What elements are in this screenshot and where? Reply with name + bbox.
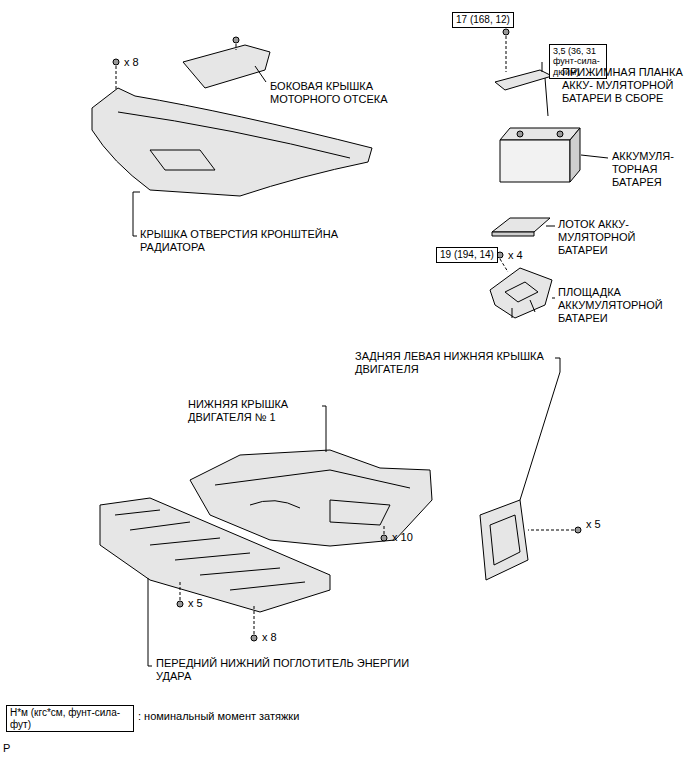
terminal xyxy=(517,131,523,137)
quantity-label: x 4 xyxy=(508,249,523,262)
part-name: ПРИЖИМНАЯ ПЛАНКА АККУ- МУЛЯТОРНОЙ БАТАРЕ… xyxy=(562,66,686,106)
part-name: АККУМУЛЯ- ТОРНАЯ БАТАРЕЯ xyxy=(612,150,687,190)
rear-left-cover-detail xyxy=(490,515,520,565)
torque-value: Н*м (кгс*см, фунт-сила-фут) xyxy=(10,707,130,730)
torque-value: 17 (168, 12) xyxy=(456,14,510,26)
part-name: НИЖНЯЯ КРЫШКА ДВИГАТЕЛЯ № 1 xyxy=(188,398,318,424)
terminal xyxy=(557,131,563,137)
part-name: ПЕРЕДНИЙ НИЖНИЙ ПОГЛОТИТЕЛЬ ЭНЕРГИИ УДАР… xyxy=(156,657,426,683)
bolt xyxy=(251,635,257,641)
leader-line xyxy=(133,192,140,236)
battery-carrier xyxy=(490,268,552,318)
part-name: ПЛОЩАДКА АККУМУЛЯТОРНОЙ БАТАРЕИ xyxy=(558,286,686,326)
rear-left-cover xyxy=(480,500,528,580)
radiator-cover-detail xyxy=(118,112,350,170)
part-name: ЗАДНЯЯ ЛЕВАЯ НИЖНЯЯ КРЫШКА ДВИГАТЕЛЯ xyxy=(355,350,551,376)
quantity-label: x 5 xyxy=(188,597,203,610)
dashed-line xyxy=(116,36,574,634)
leader-line xyxy=(322,406,326,452)
bolt xyxy=(177,601,183,607)
quantity-label: x 5 xyxy=(586,518,601,531)
quantity-label: P xyxy=(3,742,10,755)
quantity-label: x 10 xyxy=(392,531,413,544)
bolt xyxy=(113,59,119,65)
torque-box: 19 (194, 14) xyxy=(436,247,498,263)
part-name: КРЫШКА ОТВЕРСТИЯ КРОНШТЕЙНА РАДИАТОРА xyxy=(140,228,350,254)
battery-top xyxy=(500,128,580,140)
part-name: ЛОТОК АККУ- МУЛЯТОРНОЙ БАТАРЕИ xyxy=(558,218,686,258)
torque-value: 19 (194, 14) xyxy=(440,249,494,261)
leader-line xyxy=(520,358,560,500)
quantity-label: x 8 xyxy=(262,631,277,644)
leader-line xyxy=(255,66,266,82)
bolt xyxy=(503,29,509,35)
part-name: : номинальный момент затяжки xyxy=(138,710,338,723)
clamp-rod xyxy=(542,62,548,116)
battery-clamp xyxy=(495,70,552,90)
battery-carrier-detail xyxy=(505,282,538,318)
battery-tray-edge xyxy=(492,232,534,236)
side-cover xyxy=(183,45,270,88)
part-name: БОКОВАЯ КРЫШКА МОТОРНОГО ОТСЕКА xyxy=(270,80,440,106)
leader-line xyxy=(581,155,608,158)
quantity-label: x 8 xyxy=(124,56,139,69)
front-absorber xyxy=(100,498,330,612)
torque-box: 17 (168, 12) xyxy=(452,12,514,28)
bolt xyxy=(575,527,581,533)
torque-box: Н*м (кгс*см, фунт-сила-фут) xyxy=(6,705,134,732)
bolt xyxy=(381,535,387,541)
bolt xyxy=(233,37,239,43)
battery-tray xyxy=(492,218,550,232)
engine-under-cover-detail xyxy=(215,470,410,525)
leader-line xyxy=(148,578,152,666)
leader-line xyxy=(546,226,555,227)
battery-front xyxy=(500,140,570,182)
front-absorber-ribs xyxy=(115,510,305,590)
leader-line xyxy=(552,298,555,299)
battery-side xyxy=(570,128,580,182)
